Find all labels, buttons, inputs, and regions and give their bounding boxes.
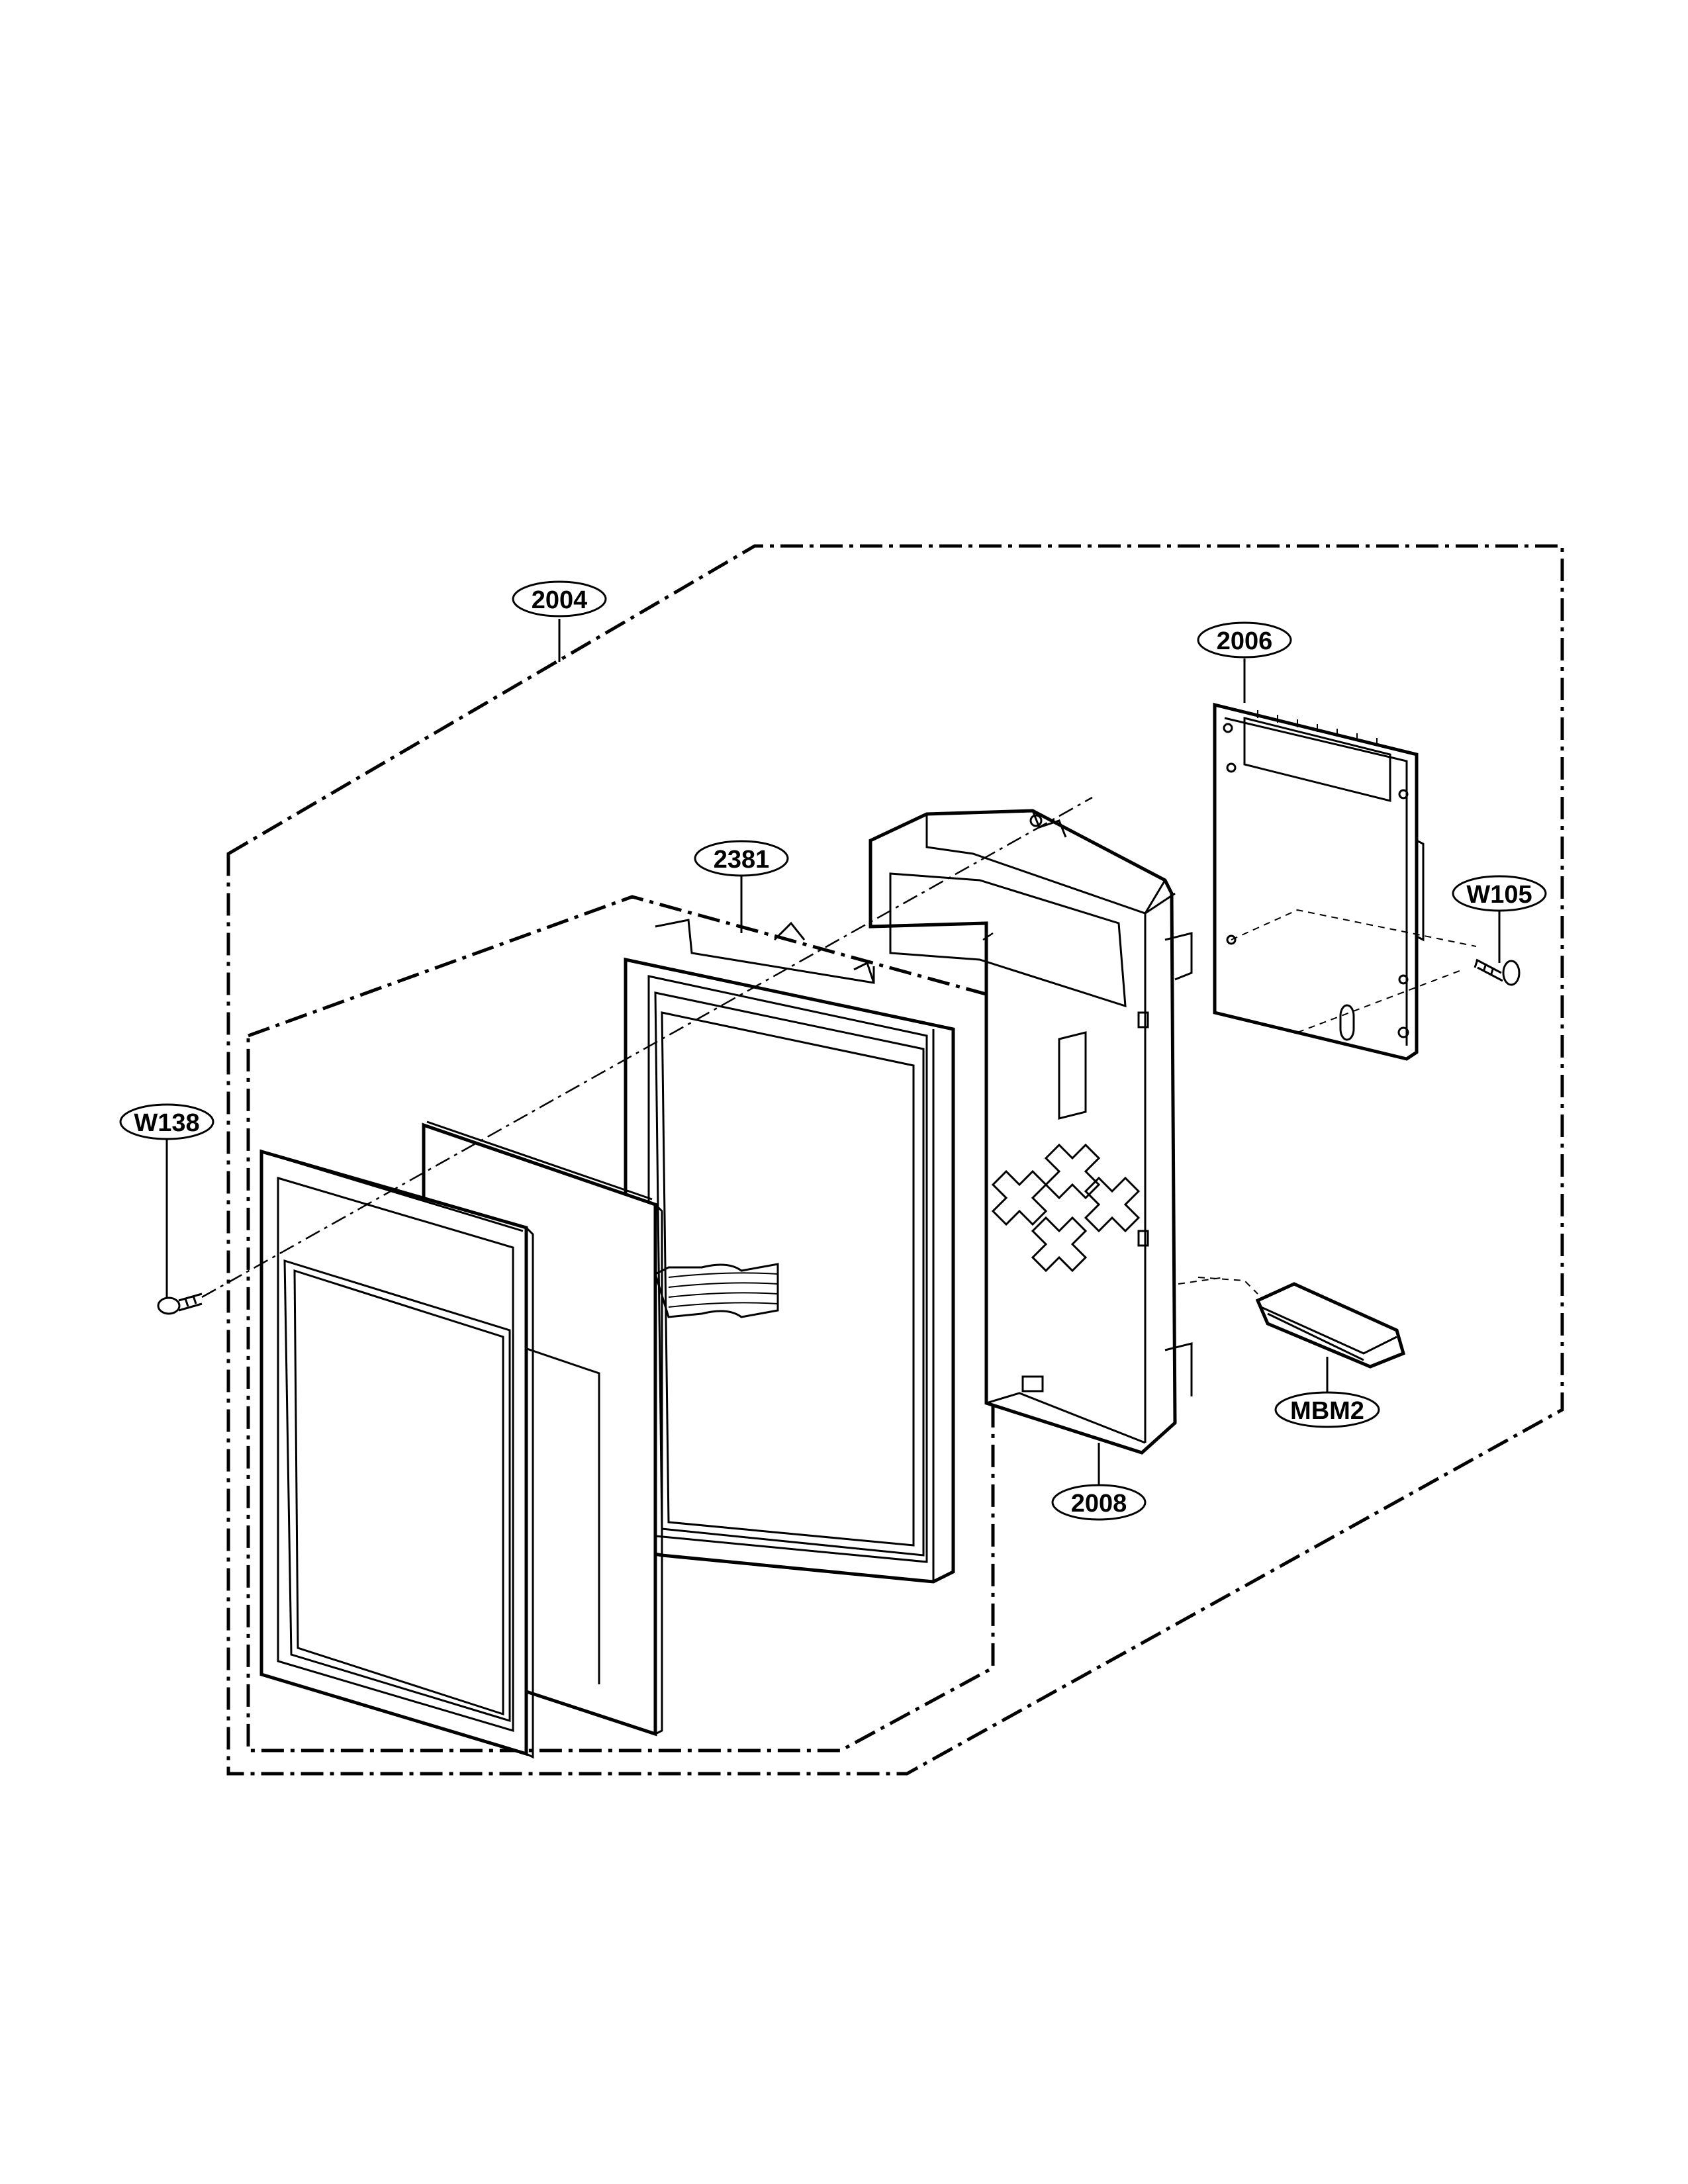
svg-text:2006: 2006	[1217, 627, 1273, 655]
callout-W105: W105	[1452, 875, 1547, 912]
callout-W138: W138	[119, 1103, 214, 1140]
callout-2004: 2004	[512, 580, 607, 617]
svg-text:2008: 2008	[1071, 1490, 1127, 1518]
callout-2008: 2008	[1051, 1484, 1147, 1521]
part-front-bezel	[259, 1149, 534, 1759]
svg-text:2004: 2004	[532, 586, 588, 614]
part-MBM2-connector	[1255, 1282, 1406, 1369]
part-2006-pcb	[1213, 702, 1425, 1061]
part-2008-control-box	[868, 809, 1193, 1455]
part-W105-screw	[1474, 958, 1521, 986]
svg-text:2381: 2381	[714, 846, 770, 874]
assembly-2004-boundary	[226, 544, 1564, 1776]
part-W138-screw	[157, 1293, 203, 1315]
part-display-frame	[624, 919, 955, 1584]
leader-lines	[165, 619, 1501, 1486]
callout-2381: 2381	[694, 840, 789, 877]
assembly-guide-lines	[201, 796, 1477, 1298]
assembly-2381-boundary	[246, 895, 995, 1752]
callout-2006: 2006	[1197, 621, 1292, 659]
svg-text:W105: W105	[1466, 881, 1532, 909]
callout-MBM2: MBM2	[1274, 1391, 1380, 1428]
svg-text:W138: W138	[134, 1109, 199, 1137]
svg-text:MBM2: MBM2	[1290, 1397, 1364, 1425]
